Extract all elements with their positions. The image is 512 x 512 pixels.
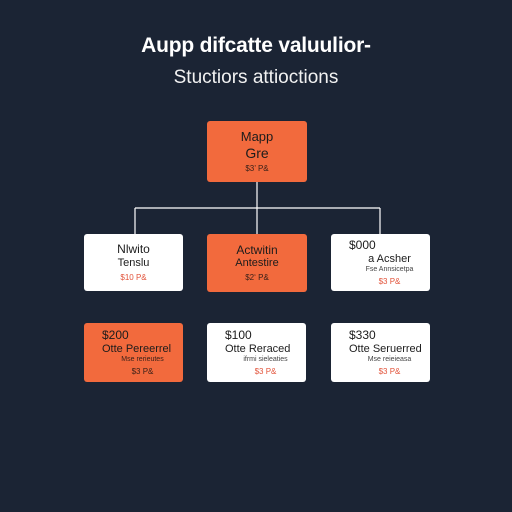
level3-node-left: $200 Otte Pereerrel Mse rerieutes $3 P& — [84, 323, 183, 382]
diagram-title: Aupp difcatte valuulior- — [141, 34, 371, 57]
root-node: Mapp Gre $3’ P& — [207, 121, 307, 182]
node-title: Otte Pereerrel — [102, 342, 172, 355]
level2-node-center: Actwitin Antestire $2‘ P& — [207, 234, 307, 292]
node-label: $330 — [349, 328, 376, 343]
node-label: $000 — [349, 238, 376, 253]
node-subtitle: Mse reieieasa — [367, 355, 412, 363]
node-value: $3 P& — [254, 366, 277, 376]
node-title: Tenslu — [117, 256, 150, 269]
node-value: $3 P& — [378, 276, 401, 286]
node-title: a Acsher — [368, 252, 411, 265]
node-value: $2‘ P& — [245, 273, 269, 283]
node-label: $100 — [225, 328, 252, 343]
node-value: $3 P& — [131, 366, 154, 376]
node-label: $200 — [102, 328, 129, 343]
level3-node-right: $330 Otte Seruerred Mse reieieasa $3 P& — [331, 323, 430, 382]
node-subtitle: Mse rerieutes — [121, 355, 164, 363]
diagram-subtitle: Stuctiors attioctions — [173, 67, 339, 88]
node-title: Otte Seruerred — [349, 342, 422, 355]
node-title: Otte Reraced — [225, 342, 291, 355]
level2-node-left: Nlwito Tenslu $10 P& — [84, 234, 183, 291]
root-node-value: $3’ P& — [245, 163, 269, 173]
node-subtitle: ifrmi sieleaties — [243, 355, 288, 363]
root-node-label: Mapp — [240, 128, 274, 144]
node-value: $3 P& — [378, 366, 401, 376]
level3-node-center: $100 Otte Reraced ifrmi sieleaties $3 P& — [207, 323, 306, 382]
node-label: Actwitin — [236, 242, 278, 257]
node-title: Antestire — [235, 257, 279, 270]
level2-node-right: $000 a Acsher Fse Annsicetpa $3 P& — [331, 234, 430, 291]
root-node-title: Gre — [245, 144, 269, 161]
node-value: $10 P& — [120, 272, 147, 282]
node-subtitle: Fse Annsicetpa — [365, 265, 414, 273]
node-label: Nlwito — [117, 242, 150, 257]
